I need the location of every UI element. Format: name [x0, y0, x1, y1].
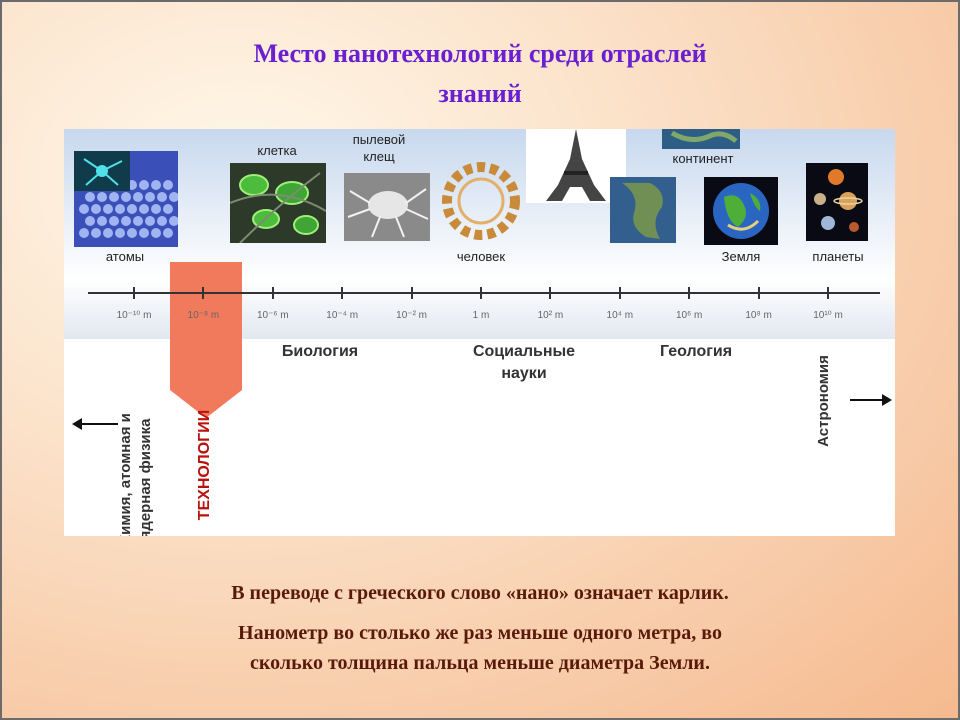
- chemistry-physics-label: Химия, атомная и ядерная физика: [116, 394, 156, 536]
- scale-tick: [618, 287, 621, 299]
- planets-image: [806, 163, 868, 241]
- human-chain-image: [442, 162, 520, 240]
- continent-image: [610, 177, 676, 243]
- cell-image: [230, 163, 326, 243]
- atoms-image: [74, 151, 178, 247]
- atoms-label: атомы: [105, 249, 145, 264]
- title-line-1: Место нанотехнологий среди отраслей: [253, 39, 707, 68]
- scale-tick-label: 1 m: [472, 310, 490, 321]
- scale-tick-label: 10⁻⁸ m: [187, 310, 220, 321]
- geology-label: Геология: [659, 343, 733, 360]
- scale-tick: [688, 287, 691, 299]
- scale-tick: [480, 287, 482, 299]
- nanotechnology-band: [170, 262, 242, 390]
- nanotechnology-label: ТЕХНОЛОГИИ: [196, 409, 213, 521]
- scale-tick: [549, 287, 552, 299]
- scale-tick: [271, 287, 274, 299]
- scale-tick: [202, 287, 205, 299]
- scale-tick-label: 10⁴ m: [606, 310, 634, 321]
- scale-tick-label: 10⁻⁶ m: [256, 310, 289, 321]
- earth-label: Земля: [721, 249, 761, 264]
- nanotechnology-arrowhead: [170, 390, 242, 418]
- slide-title: Место нанотехнологий среди отраслей знан…: [120, 34, 840, 114]
- right-arrow: [850, 394, 892, 406]
- mite-label-line-1: пылевой: [352, 132, 406, 147]
- scale-tick-label: 10⁻⁴ m: [326, 310, 359, 321]
- earth-image: [704, 177, 778, 245]
- scale-tick-label: 10¹⁰ m: [813, 310, 843, 321]
- scale-tick-label: 10⁸ m: [745, 310, 772, 321]
- left-arrow: [72, 418, 118, 430]
- caption-line-2: сколько толщина пальца меньше диаметра З…: [250, 652, 710, 674]
- scale-tick-label: 10² m: [537, 310, 564, 321]
- social-sciences-line-1: Социальные: [472, 343, 576, 360]
- human-label: человек: [456, 249, 506, 264]
- scale-tick: [827, 287, 829, 299]
- scale-axis-line: [88, 292, 880, 294]
- scale-tick: [133, 287, 135, 299]
- caption-line-1: Нанометр во столько же раз меньше одного…: [238, 622, 722, 644]
- caption-greek-meaning: В переводе с греческого слово «нано» озн…: [231, 582, 729, 604]
- continent-label: континент: [672, 151, 734, 166]
- scale-tick-label: 10⁶ m: [676, 310, 703, 321]
- scale-tick: [757, 287, 760, 299]
- scale-diagram: атомы клетка пылевой клещ человек контин…: [64, 129, 895, 536]
- scale-tick: [410, 287, 413, 299]
- chemistry-label-line-2: ядерная физика: [137, 418, 154, 536]
- social-sciences-label: Социальные науки: [444, 341, 604, 385]
- caption-nanometer-comparison: Нанометр во столько же раз меньше одного…: [60, 618, 900, 678]
- biology-label: Биология: [281, 343, 359, 360]
- planets-label: планеты: [812, 249, 864, 264]
- dust-mite-image: [344, 173, 430, 241]
- scale-tick-label: 10⁻¹⁰ m: [116, 310, 152, 321]
- chemistry-label-line-1: Химия, атомная и: [117, 413, 134, 536]
- eiffel-tower-image: [526, 129, 626, 203]
- astronomy-label: Астрономия: [815, 355, 832, 447]
- cell-label: клетка: [257, 143, 297, 158]
- mite-label: пылевой клещ: [334, 131, 424, 165]
- social-sciences-line-2: науки: [501, 365, 547, 382]
- title-line-2: знаний: [438, 79, 522, 108]
- mite-label-line-2: клещ: [363, 149, 395, 164]
- scale-tick: [341, 287, 344, 299]
- continent-top-image: [662, 129, 740, 149]
- scale-tick-label: 10⁻² m: [396, 310, 428, 321]
